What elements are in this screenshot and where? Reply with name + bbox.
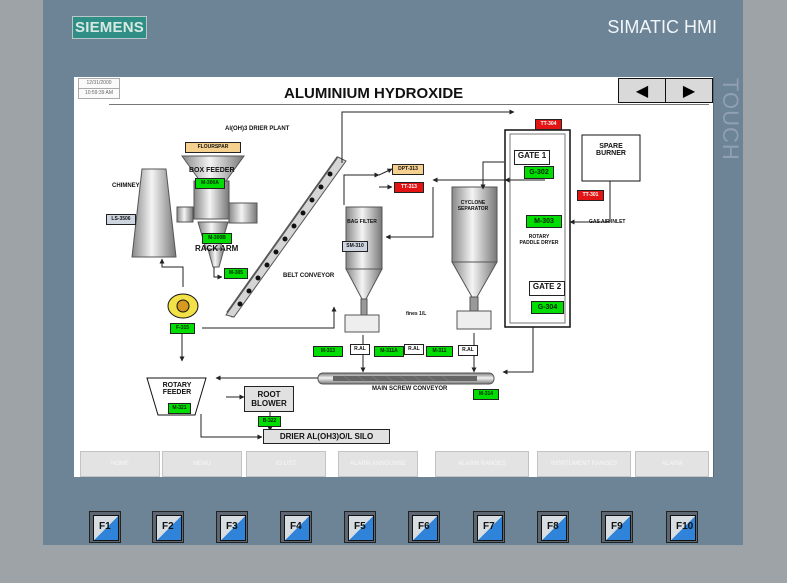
f7-key-label: F7 [483,521,495,532]
f1-key-label: F1 [99,521,111,532]
m-300b-tag[interactable]: M-300B [202,233,232,244]
f1-key[interactable]: F1 [89,511,121,543]
ral-3-tag: R.AL [458,345,478,356]
root-blower-label: ROOT BLOWER [251,390,287,408]
f10-key[interactable]: F10 [666,511,698,543]
m-314-tag[interactable]: M-314 [473,389,499,400]
f4-key[interactable]: F4 [280,511,312,543]
tt-301-tag[interactable]: TT-301 [577,190,604,201]
f6-key[interactable]: F6 [408,511,440,543]
f8-key-label: F8 [547,521,559,532]
ral-2-tag: R.AL [404,344,424,355]
f1-key-face: F1 [93,515,119,541]
rack-arm-label: RACK ARM [195,244,239,253]
gate-1-label: GATE 1 [514,150,550,165]
silo-label: DRIER AL(OH3)O/L SILO [279,432,374,441]
f4-key-face: F4 [284,515,310,541]
f5-key[interactable]: F5 [344,511,376,543]
f2-key-label: F2 [162,521,174,532]
gas-air-inlet-label: GAS AIR INLET [589,219,626,225]
siemens-logo: SIEMENS [72,16,147,39]
gate-2-label: GATE 2 [529,281,565,296]
f9-key-label: F9 [611,521,623,532]
product-name: SIMATIC HMI [607,17,717,37]
flourspar-tag: FLOURSPAR [185,142,241,153]
ral-1-tag: R.AL [350,344,370,355]
fines-label: fines 1/L [406,311,427,317]
spare-burner-label: SPARE BURNER [596,143,626,157]
alarm-button[interactable]: ALARM [635,451,709,477]
left-arrow-icon: ◀ [635,82,649,100]
f5-key-label: F5 [354,521,366,532]
m-313-tag[interactable]: M-313 [313,346,343,357]
next-screen-button[interactable]: ▶ [665,78,713,103]
dpt-313-tag[interactable]: DPT-313 [392,164,424,175]
chimney-label: CHIMNEY [112,183,140,189]
g-302-tag[interactable]: G-302 [524,166,554,179]
b-322-tag[interactable]: B-322 [258,416,281,427]
m-311-tag[interactable]: M-311 [426,346,453,357]
f5-key-face: F5 [348,515,374,541]
alarm-ranges-button[interactable]: ALARM RANGES [435,451,529,477]
rotary-feeder-label: ROTARY FEEDER [162,382,192,396]
process-diagram [131,109,641,440]
f10-key-label: F10 [676,521,694,532]
f9-key[interactable]: F9 [601,511,633,543]
io-list-button[interactable]: IO LIST [246,451,326,477]
sm-310-tag[interactable]: SM-310 [342,241,368,252]
right-arrow-icon: ▶ [682,82,696,100]
m-321-tag[interactable]: M-321 [168,403,191,414]
f7-key-face: F7 [477,515,503,541]
f2-key[interactable]: F2 [152,511,184,543]
home-button[interactable]: HOME [80,451,160,477]
time-readout: 10:59:39 AM [78,88,120,99]
f3-key-label: F3 [226,521,238,532]
m-305-tag[interactable]: M-305 [224,268,248,279]
f7-key[interactable]: F7 [473,511,505,543]
f4-key-label: F4 [290,521,302,532]
f3-key-face: F3 [220,515,246,541]
f8-key[interactable]: F8 [537,511,569,543]
touch-label: TOUCH [713,78,743,198]
f3-key[interactable]: F3 [216,511,248,543]
f6-key-label: F6 [418,521,430,532]
f-315-tag[interactable]: F-315 [170,323,195,334]
tt-313-tag[interactable]: TT-313 [394,182,424,193]
hmi-screen: 12/31/2000 10:59:39 AM ALUMINIUM HYDROXI… [74,77,714,477]
belt-conveyor-label: BELT CONVEYOR [283,273,335,279]
main-screw-conveyor-label: MAIN SCREW CONVEYOR [372,386,448,392]
alarm-announse-button[interactable]: ALARM ANNOUNSE [338,451,418,477]
f9-key-face: F9 [605,515,631,541]
bag-filter-label: BAG FILTER [347,219,377,225]
rotary-paddle-dryer-label: ROTARY PADDLE DRYER [519,234,559,246]
ls-3506-tag[interactable]: LS-3506 [106,214,136,225]
m-300a-tag[interactable]: M-300A [195,178,225,189]
m-311a-tag[interactable]: M-311A [374,346,404,357]
plant-label: Al(OH)3 DRIER PLANT [225,126,290,132]
title-divider [109,104,709,105]
g-304-tag[interactable]: G-304 [531,301,564,314]
instrument-ranges-button[interactable]: INSRTUMENT RANGES [537,451,631,477]
cyclone-separator-label: CYCLONE SEPARATOR [457,200,489,212]
tt-304-tag[interactable]: TT-304 [535,119,562,130]
f8-key-face: F8 [541,515,567,541]
f10-key-face: F10 [670,515,696,541]
root-blower-box: ROOT BLOWER [244,386,294,412]
f6-key-face: F6 [412,515,438,541]
silo-box: DRIER AL(OH3)O/L SILO [263,429,390,444]
f2-key-face: F2 [156,515,182,541]
menu-button[interactable]: MENU [162,451,242,477]
m-303-tag[interactable]: M-303 [526,215,562,228]
box-feeder-label: BOX FEEDER [189,167,235,174]
page-title: ALUMINIUM HYDROXIDE [284,85,464,102]
